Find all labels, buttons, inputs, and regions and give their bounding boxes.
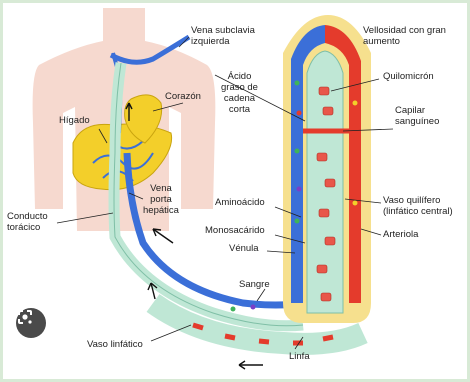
label-corazon: Corazón bbox=[165, 91, 201, 102]
diagram-artwork bbox=[3, 3, 467, 379]
label-conducto: Conducto torácico bbox=[7, 211, 48, 233]
label-vaso-quilifero: Vaso quilífero (linfático central) bbox=[383, 195, 453, 217]
lens-glyph bbox=[16, 308, 34, 326]
label-monosacarido: Monosacárido bbox=[205, 225, 265, 236]
label-vena-subclavia: Vena subclavia izquierda bbox=[191, 25, 255, 47]
label-quilomicron: Quilomicrón bbox=[383, 71, 434, 82]
intestinal-absorption-diagram: Vena subclavia izquierda Vellosidad con … bbox=[3, 3, 467, 379]
label-arteriola: Arteriola bbox=[383, 229, 418, 240]
label-sangre: Sangre bbox=[239, 279, 270, 290]
label-aminoacido: Aminoácido bbox=[215, 197, 265, 208]
label-vaso-linfatico: Vaso linfático bbox=[87, 339, 143, 350]
label-vena-porta: Vena porta hepática bbox=[143, 183, 179, 216]
label-higado: Hígado bbox=[59, 115, 90, 126]
label-venula: Vénula bbox=[229, 243, 259, 254]
label-linfa: Linfa bbox=[289, 351, 310, 362]
google-lens-icon[interactable] bbox=[16, 308, 46, 338]
label-vellosidad: Vellosidad con gran aumento bbox=[363, 25, 446, 47]
label-acido-graso: Ácido graso de cadena corta bbox=[221, 71, 258, 115]
label-capilar: Capilar sanguíneo bbox=[395, 105, 439, 127]
